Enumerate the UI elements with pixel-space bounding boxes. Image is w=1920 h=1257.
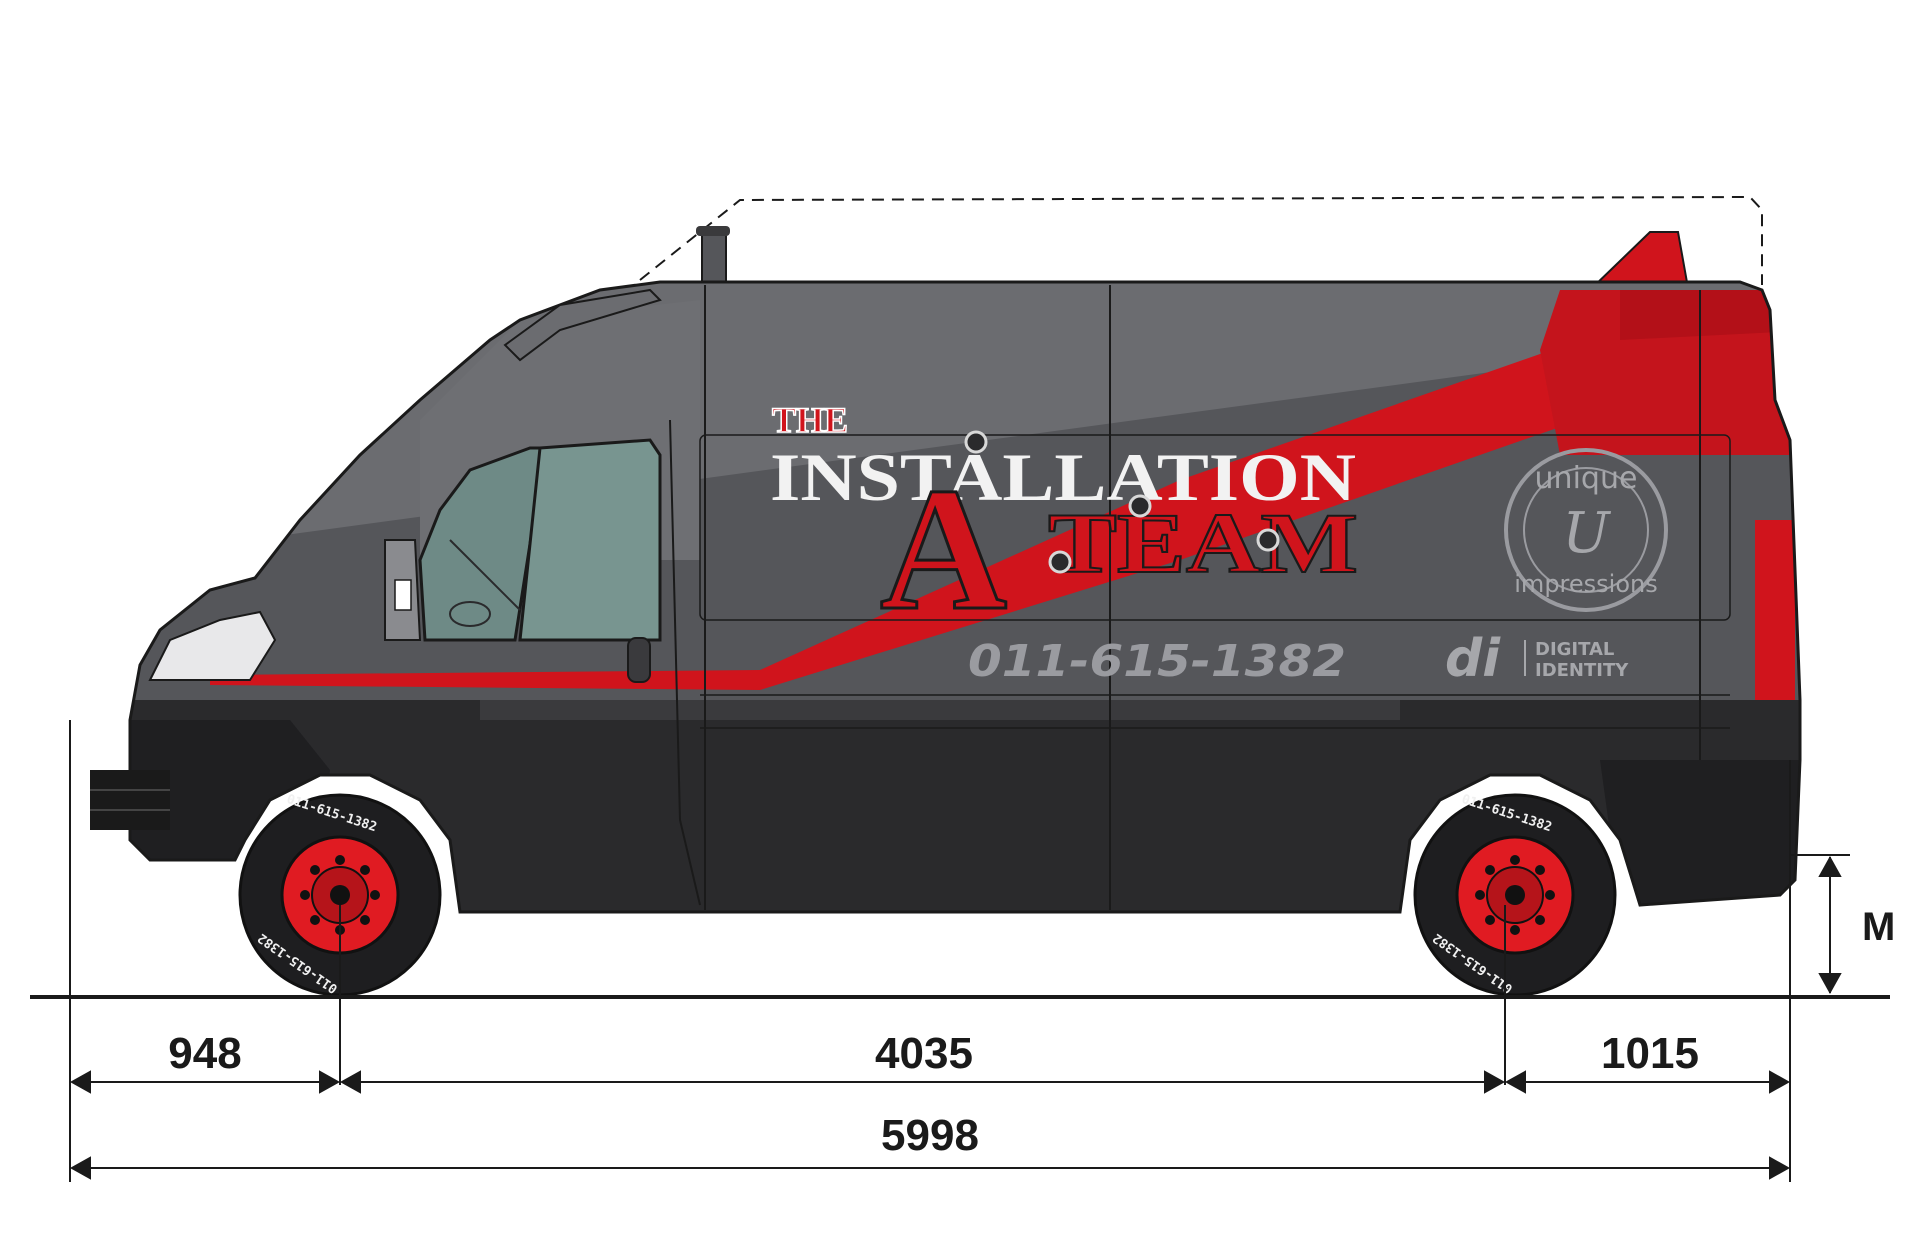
- unique-impressions-badge: unique U impressions: [1504, 448, 1668, 612]
- wheelbase-label: 4035: [875, 1029, 973, 1078]
- red-stripe: [210, 300, 1800, 690]
- rear-wheel: 011-615-1382 011-615-1382: [1413, 792, 1617, 997]
- height-dimension: [1790, 854, 1850, 995]
- badge-mark: U: [1562, 501, 1611, 566]
- door-handle: [627, 637, 651, 683]
- front-window: [418, 446, 547, 642]
- front-overhang-label: 948: [168, 1029, 241, 1078]
- sponsor-line1: DIGITAL: [1535, 639, 1614, 660]
- high-roof-outline: [639, 195, 1763, 285]
- phone-number: 011-615-1382: [968, 636, 1346, 687]
- brand-big-letter: A: [880, 452, 1007, 647]
- rear-overhang-label: 1015: [1601, 1029, 1699, 1078]
- badge-bottom-text: impressions: [1514, 570, 1657, 598]
- badge-top-text: unique: [1535, 461, 1638, 496]
- digital-identity-logo: di DIGITAL IDENTITY: [1445, 629, 1629, 689]
- brand-line3: TEAM: [1048, 495, 1358, 591]
- dimension-row-2: [69, 1156, 1791, 1180]
- side-window: [518, 438, 662, 642]
- bullet-holes: [964, 430, 1280, 574]
- brand-line2: INSTALLATION: [770, 439, 1356, 515]
- front-wheel: 011-615-1382 011-615-1382: [238, 792, 442, 997]
- sponsor-line2: IDENTITY: [1535, 660, 1629, 681]
- dimension-row-1: [69, 1070, 1791, 1094]
- height-label: M: [1862, 905, 1895, 949]
- headlight: [148, 610, 277, 681]
- brand-logo: THE INSTALLATION A TEAM: [770, 399, 1359, 648]
- sponsor-mark: di: [1445, 629, 1501, 689]
- extension-lines: [69, 720, 1791, 1182]
- brand-line1: THE: [772, 400, 848, 440]
- overall-length-label: 5998: [881, 1111, 979, 1160]
